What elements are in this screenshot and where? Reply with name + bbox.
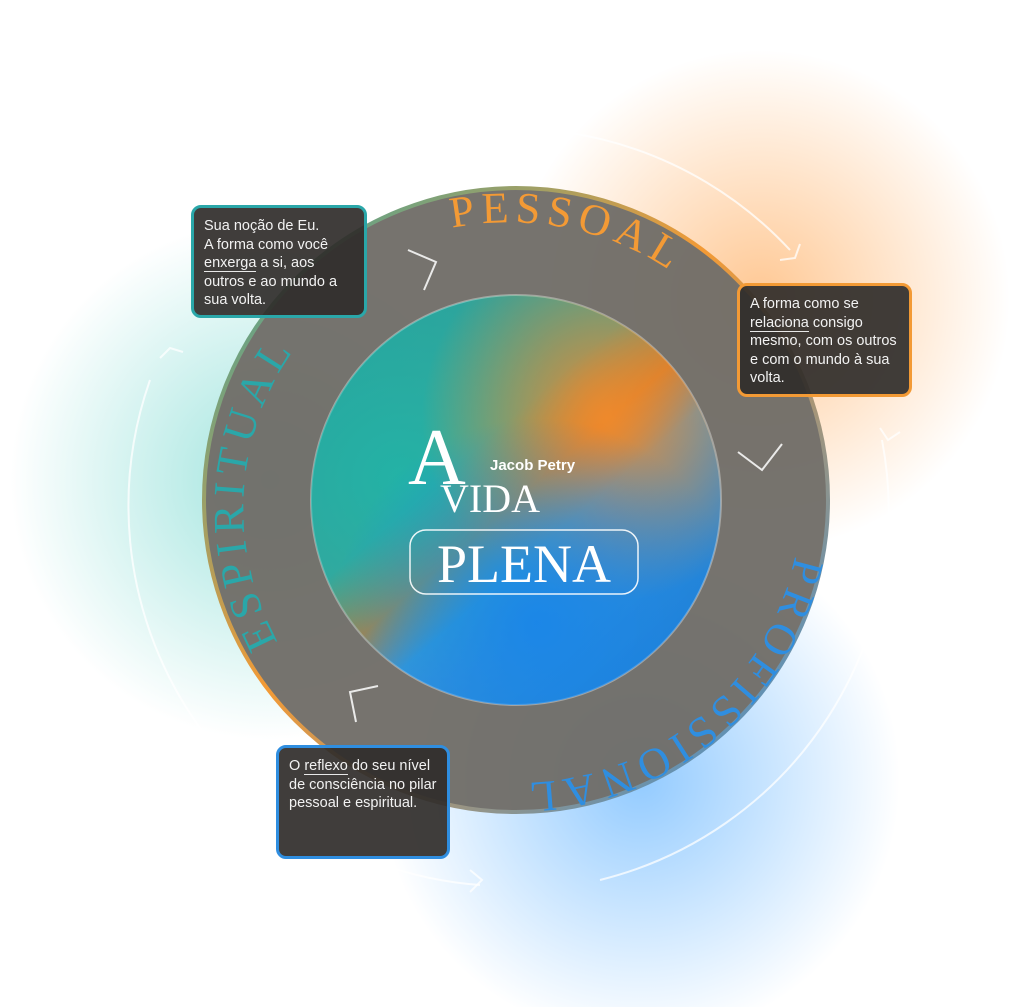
card-espiritual-highlight: enxerga (204, 255, 257, 272)
logo: A Jacob Petry VIDA PLENA (408, 414, 639, 595)
start-x-icon: ✕ (172, 192, 194, 222)
card-espiritual-text-post: a si, aos outros e ao mundo a sua volta. (204, 255, 338, 308)
card-pessoal-text-pre: A forma como se (750, 296, 859, 312)
logo-plena-frame (409, 529, 639, 595)
card-pessoal-highlight: relaciona (750, 314, 809, 332)
card-profissional-highlight: reflexo (304, 758, 348, 775)
start-label-line1: Ponto de (230, 150, 303, 170)
logo-letter-a: A (408, 414, 466, 502)
logo-word-vida: VIDA (440, 476, 540, 521)
card-profissional: O reflexo do seu nível de consciência no… (276, 745, 450, 859)
card-pessoal-text-post: consigo mesmo, com os outros e com o mun… (750, 314, 897, 387)
logo-author: Jacob Petry (490, 457, 576, 474)
logo-word-plena: PLENA (437, 534, 611, 594)
card-espiritual-text-pre: Sua noção de Eu. A forma como você (204, 218, 329, 253)
cycle-arrows (127, 127, 901, 893)
ring-chevrons (348, 249, 783, 723)
inner-circle (310, 294, 722, 706)
card-profissional-text-post: do seu nível de consciência no pilar pes… (289, 758, 437, 811)
card-profissional-text-pre: O (289, 758, 305, 774)
card-espiritual: Sua noção de Eu. A forma como você enxer… (191, 205, 367, 318)
start-label-line2: partida (230, 170, 286, 190)
start-label: Ponto de partida (230, 150, 302, 190)
card-pessoal: A forma como se relaciona consigo mesmo,… (737, 283, 912, 397)
